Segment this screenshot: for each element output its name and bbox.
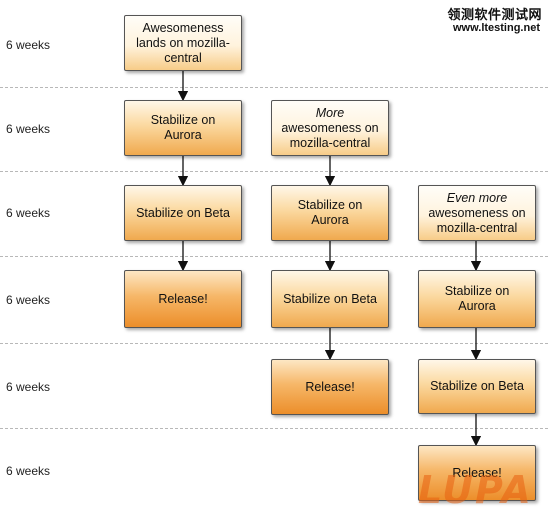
step-label: Release! (305, 379, 355, 394)
step-box-more-awesomeness: More awesomeness on mozilla-central (271, 100, 389, 156)
step-label: Stabilize on Beta (136, 205, 230, 220)
step-box-awesomeness: Awesomeness lands on mozilla-central (124, 15, 242, 71)
row-label: 6 weeks (6, 206, 51, 220)
row-label: 6 weeks (6, 464, 51, 478)
step-label: Stabilize on Beta (430, 379, 524, 393)
step-box-beta: Stabilize on Beta (124, 185, 242, 241)
step-box-beta: Stabilize on Beta (271, 270, 389, 328)
step-box-beta: Stabilize on Beta (418, 359, 536, 414)
step-label: awesomeness on mozilla-central (428, 205, 526, 235)
lupa-logo: LUPA (418, 468, 533, 512)
step-label-emphasis: More (315, 105, 345, 120)
step-label: Awesomeness lands on mozilla-central (136, 20, 230, 65)
step-label: Stabilize on Beta (283, 291, 377, 306)
step-box-release: Release! (271, 359, 389, 415)
watermark-url: www.ltesting.net (453, 22, 540, 34)
row-separator (0, 256, 548, 257)
row-separator (0, 87, 548, 88)
row-label: 6 weeks (6, 122, 51, 136)
step-box-release: Release! (124, 270, 242, 328)
step-label: Stabilize on Aurora (444, 284, 510, 313)
step-box-aurora: Stabilize on Aurora (418, 270, 536, 328)
row-label: 6 weeks (6, 380, 51, 394)
step-box-even-more-awesomeness: Even more awesomeness on mozilla-central (418, 185, 536, 241)
step-box-aurora: Stabilize on Aurora (271, 185, 389, 241)
row-label: 6 weeks (6, 293, 51, 307)
step-label: Release! (158, 291, 208, 306)
step-label: Stabilize on Aurora (297, 198, 363, 227)
step-label-emphasis: Even more (446, 190, 508, 205)
step-box-release: Release! (418, 445, 536, 501)
step-label: awesomeness on mozilla-central (281, 120, 379, 150)
row-label: 6 weeks (6, 38, 51, 52)
row-separator (0, 343, 548, 344)
row-separator (0, 171, 548, 172)
watermark-site-name: 领测软件测试网 (447, 7, 542, 22)
step-box-aurora: Stabilize on Aurora (124, 100, 242, 156)
step-label: Release! (452, 465, 502, 480)
row-separator (0, 428, 548, 429)
step-label: Stabilize on Aurora (150, 113, 216, 142)
